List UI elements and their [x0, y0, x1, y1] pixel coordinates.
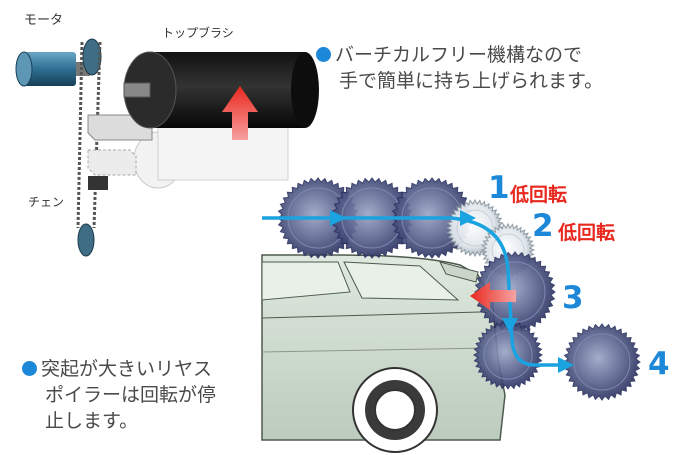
brush-disc-5	[473, 320, 543, 390]
path-arrowhead-4	[558, 357, 574, 373]
car	[261, 254, 506, 453]
vertical-free-note: バーチカルフリー機構なので 手で簡単に持ち上げられます。	[316, 42, 603, 94]
note-line: ポイラーは回転が停	[45, 384, 217, 406]
rear-spoiler	[439, 261, 479, 283]
top-brush-label: トップブラシ	[162, 26, 234, 40]
path-arrowhead-3	[502, 318, 518, 334]
lift-arrow	[222, 86, 258, 140]
bullet-icon	[22, 361, 37, 376]
step-number-1: 1	[488, 170, 510, 206]
note-line: 止します。	[45, 410, 139, 432]
bracket-lower	[87, 149, 137, 176]
stop-arrow	[470, 282, 516, 310]
chain-left	[76, 41, 84, 229]
step-label-1: 低回転	[510, 184, 568, 206]
note-line: 手で簡単に持ち上げられます。	[339, 70, 604, 92]
spoiler-note: 突起が大きいリヤス ポイラーは回転が停 止します。	[22, 356, 216, 434]
chain-weight	[88, 176, 108, 190]
top-pulley	[82, 38, 102, 76]
step-number-2: 2	[532, 208, 554, 244]
path-arrowhead-2	[460, 210, 476, 226]
note-line: バーチカルフリー機構なので	[335, 44, 583, 66]
step-number-4: 4	[648, 346, 670, 382]
chain-label: チェン	[28, 195, 65, 209]
brush-sequence	[277, 177, 641, 401]
travel-path	[262, 210, 574, 373]
brush-shadow-body	[157, 119, 289, 181]
path-arrowhead-1	[330, 210, 346, 226]
brush-disc-6	[563, 323, 641, 401]
step-number-3: 3	[562, 280, 584, 316]
top-brush	[123, 51, 319, 129]
chain-right	[92, 41, 102, 229]
step-label-2: 低回転	[558, 222, 616, 244]
motor-label: モータ	[24, 13, 64, 28]
brush-mechanism	[15, 38, 319, 257]
bottom-pulley	[77, 223, 95, 257]
bullet-icon	[316, 47, 331, 62]
note-line: 突起が大きいリヤス	[41, 358, 213, 380]
motor	[15, 51, 90, 87]
